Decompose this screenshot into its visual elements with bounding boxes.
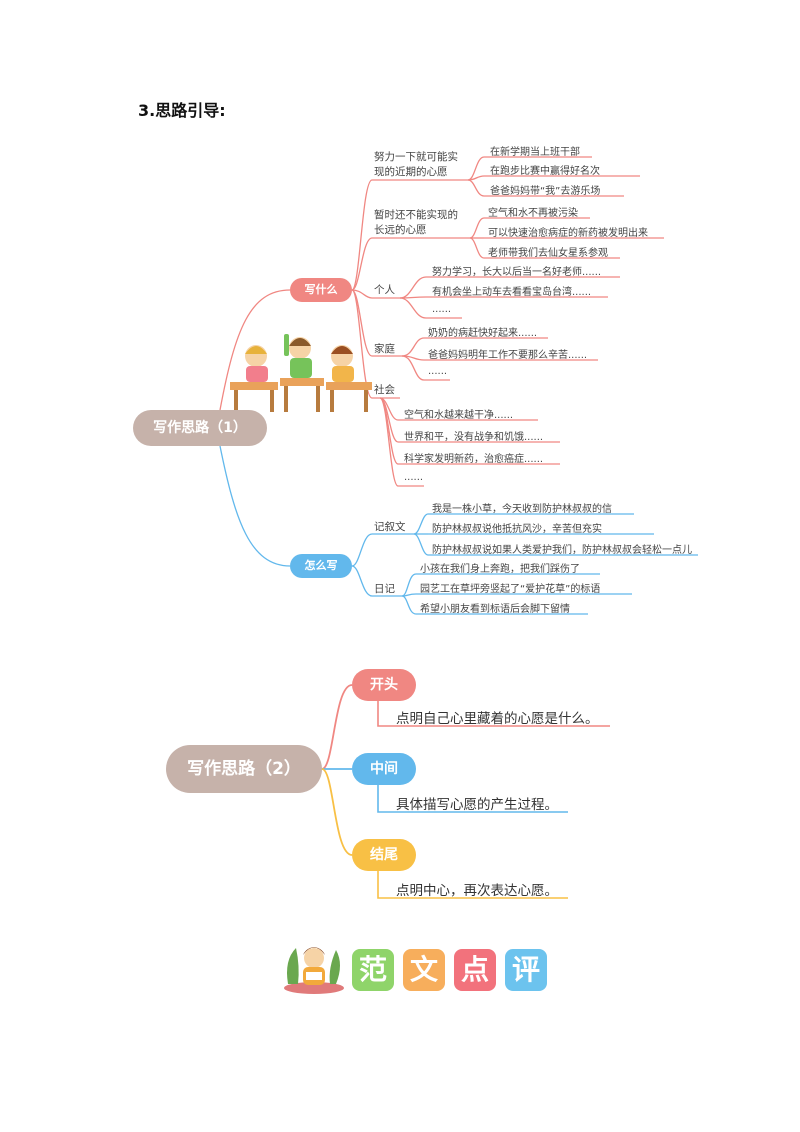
list-item: 爸爸妈妈带“我”去游乐场 [490,186,601,197]
list-item: 小孩在我们身上奔跑，把我们踩伤了 [420,564,580,575]
banner-char-dian: 点 [454,949,496,991]
list-item: 努力学习，长大以后当一名好老师...... [432,267,602,278]
list-item: 有机会坐上动车去看看宝岛台湾...... [432,287,592,298]
list-item: 希望小朋友看到标语后会脚下留情 [420,604,570,615]
branch-middle: 中间 [352,753,416,785]
mindmap2-root: 写作思路（2） [166,745,322,793]
category-family: 家庭 [374,343,395,355]
list-item: 在新学期当上班干部 [490,147,580,158]
branch-middle-text: 具体描写心愿的产生过程。 [396,797,558,813]
mindmap1-root: 写作思路（1） [133,410,267,446]
category-diary: 日记 [374,583,395,595]
list-item: ...... [428,366,448,377]
category-society: 社会 [374,384,395,396]
list-item: 老师带我们去仙女星系参观 [488,248,608,259]
list-item: 园艺工在草坪旁竖起了“爱护花草”的标语 [420,584,601,595]
category-far-wish: 暂时还不能实现的长远的心愿 [374,209,458,236]
banner-char-wen: 文 [403,949,445,991]
category-near-wish: 努力一下就可能实现的近期的心愿 [374,151,458,178]
branch-how-to-write: 怎么写 [290,554,352,578]
banner-char-fan: 范 [352,949,394,991]
list-item: ...... [404,472,424,483]
banner-char-ping: 评 [505,949,547,991]
branch-opening: 开头 [352,669,416,701]
list-item: 科学家发明新药，治愈癌症...... [404,454,544,465]
category-personal: 个人 [374,284,395,296]
list-item: 我是一株小草，今天收到防护林叔叔的信 [432,504,612,515]
list-item: 防护林叔叔说如果人类爱护我们，防护林叔叔会轻松一点儿 [432,545,692,556]
branch-opening-text: 点明自己心里藏着的心愿是什么。 [396,711,599,727]
list-item: 空气和水不再被污染 [488,208,578,219]
branch-what-to-write: 写什么 [290,278,352,302]
branch-ending: 结尾 [352,839,416,871]
category-narrative: 记叙文 [374,521,406,533]
list-item: 爸爸妈妈明年工作不要那么辛苦...... [428,350,588,361]
branch-ending-text: 点明中心，再次表达心愿。 [396,883,558,899]
list-item: 可以快速治愈病症的新药被发明出来 [488,228,648,239]
section-heading: 3.思路引导: [138,101,226,120]
list-item: 空气和水越来越干净...... [404,410,514,421]
list-item: 在跑步比赛中赢得好名次 [490,166,600,177]
list-item: ...... [432,304,452,315]
list-item: 世界和平，没有战争和饥饿...... [404,432,544,443]
list-item: 奶奶的病赶快好起来...... [428,328,538,339]
list-item: 防护林叔叔说他抵抗风沙，辛苦但充实 [432,524,602,535]
